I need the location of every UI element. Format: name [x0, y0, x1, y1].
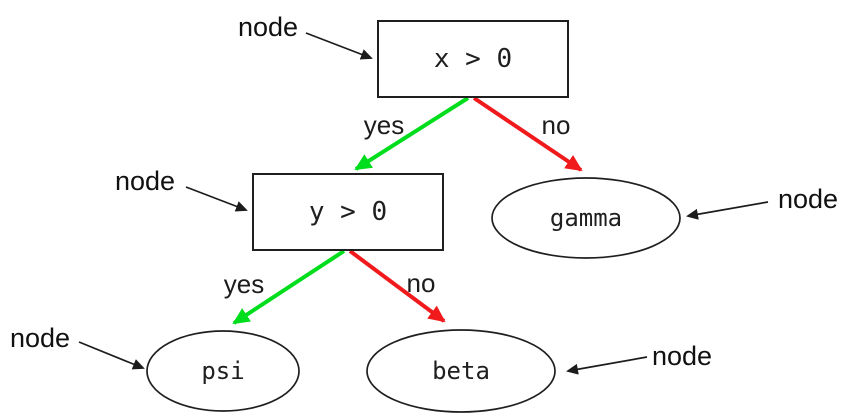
annotation-psi: node — [10, 323, 145, 370]
node-root-box — [377, 20, 569, 98]
edge-inner-no-label: no — [407, 268, 436, 298]
annotation-gamma-arrow — [686, 201, 769, 220]
annotation-inner-label: node — [115, 166, 175, 196]
annotation-root: node — [238, 12, 373, 60]
annotation-gamma: node — [686, 184, 838, 220]
annotation-psi-arrow — [78, 341, 145, 370]
node-beta-label: beta — [432, 357, 490, 385]
node-psi-ellipse — [146, 330, 300, 412]
tree-edges: yes no yes no — [224, 96, 583, 325]
edge-inner-yes-arrow — [232, 249, 346, 325]
edge-root-no-label: no — [542, 110, 571, 140]
node-beta-ellipse — [366, 329, 556, 413]
annotation-inner: node — [115, 166, 248, 212]
edge-inner-yes-label: yes — [224, 269, 264, 299]
annotation-gamma-label: node — [778, 184, 838, 214]
annotation-root-label: node — [238, 12, 298, 42]
tree-nodes: x > 0 y > 0 gamma psi beta — [146, 20, 681, 413]
node-gamma-ellipse — [491, 177, 681, 259]
annotation-root-arrow — [305, 32, 373, 60]
node-root-label: x > 0 — [434, 44, 512, 74]
node-inner-box — [252, 173, 444, 251]
annotations: node node node node node — [10, 12, 838, 375]
annotation-psi-label: node — [10, 323, 70, 353]
edge-root-yes-label: yes — [364, 110, 404, 140]
annotation-beta: node — [566, 341, 712, 375]
node-inner-label: y > 0 — [309, 197, 387, 227]
edge-root-no-arrow — [472, 96, 583, 172]
annotation-beta-label: node — [652, 341, 712, 371]
node-gamma-label: gamma — [550, 204, 622, 232]
edge-inner-no-arrow — [348, 249, 446, 323]
annotation-beta-arrow — [566, 356, 648, 375]
annotation-inner-arrow — [185, 186, 248, 212]
edge-root-yes-arrow — [354, 96, 470, 171]
node-psi-label: psi — [201, 357, 244, 385]
